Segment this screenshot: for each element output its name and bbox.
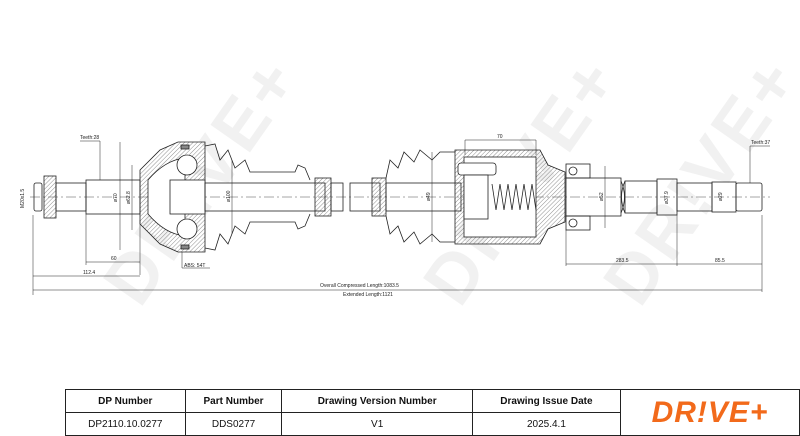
- label-teeth-left: Teeth:28: [80, 135, 99, 141]
- header-dp-number: DP Number: [65, 389, 186, 413]
- label-dia-62: ø62.8: [126, 191, 132, 204]
- label-dia-70: ø70: [113, 193, 119, 202]
- label-dim-85: 85.5: [715, 258, 725, 264]
- brand-logo: DR!VE+: [651, 395, 769, 429]
- label-dim-112: 112.4: [83, 270, 95, 276]
- value-part-number: DDS0277: [184, 412, 283, 436]
- label-extended-length: Extended Length:1121: [343, 292, 393, 298]
- label-overall-length: Overall Compressed Length:1083.5: [320, 283, 399, 289]
- label-dia-37: ø37.9: [664, 191, 670, 204]
- brand-logo-cell: DR!VE+: [620, 389, 800, 436]
- label-dim-70: 70: [497, 134, 503, 140]
- label-dia-49: ø49: [426, 192, 432, 201]
- drive-shaft-drawing: Teeth:28 M20x1.5 ø70 ø62.8 ø100 ABS: 54T…: [20, 134, 770, 298]
- header-issue-date: Drawing Issue Date: [471, 389, 622, 413]
- header-drawing-version: Drawing Version Number: [281, 389, 473, 413]
- label-thread: M20x1.5: [20, 189, 26, 208]
- value-dp-number: DP2110.10.0277: [65, 412, 186, 436]
- label-teeth-right: Teeth:37: [751, 140, 770, 146]
- label-dim-283: 283.5: [616, 258, 629, 264]
- header-part-number: Part Number: [184, 389, 283, 413]
- value-drawing-version: V1: [281, 412, 473, 436]
- title-block: DP Number Part Number Drawing Version Nu…: [65, 389, 800, 436]
- label-dim-60: 60: [111, 256, 117, 262]
- value-issue-date: 2025.4.1: [471, 412, 622, 436]
- label-dia-29: ø29: [718, 192, 724, 201]
- label-dia-52: ø52: [599, 192, 605, 201]
- label-abs: ABS: 54T: [184, 263, 205, 269]
- label-dia-100: ø100: [226, 190, 232, 202]
